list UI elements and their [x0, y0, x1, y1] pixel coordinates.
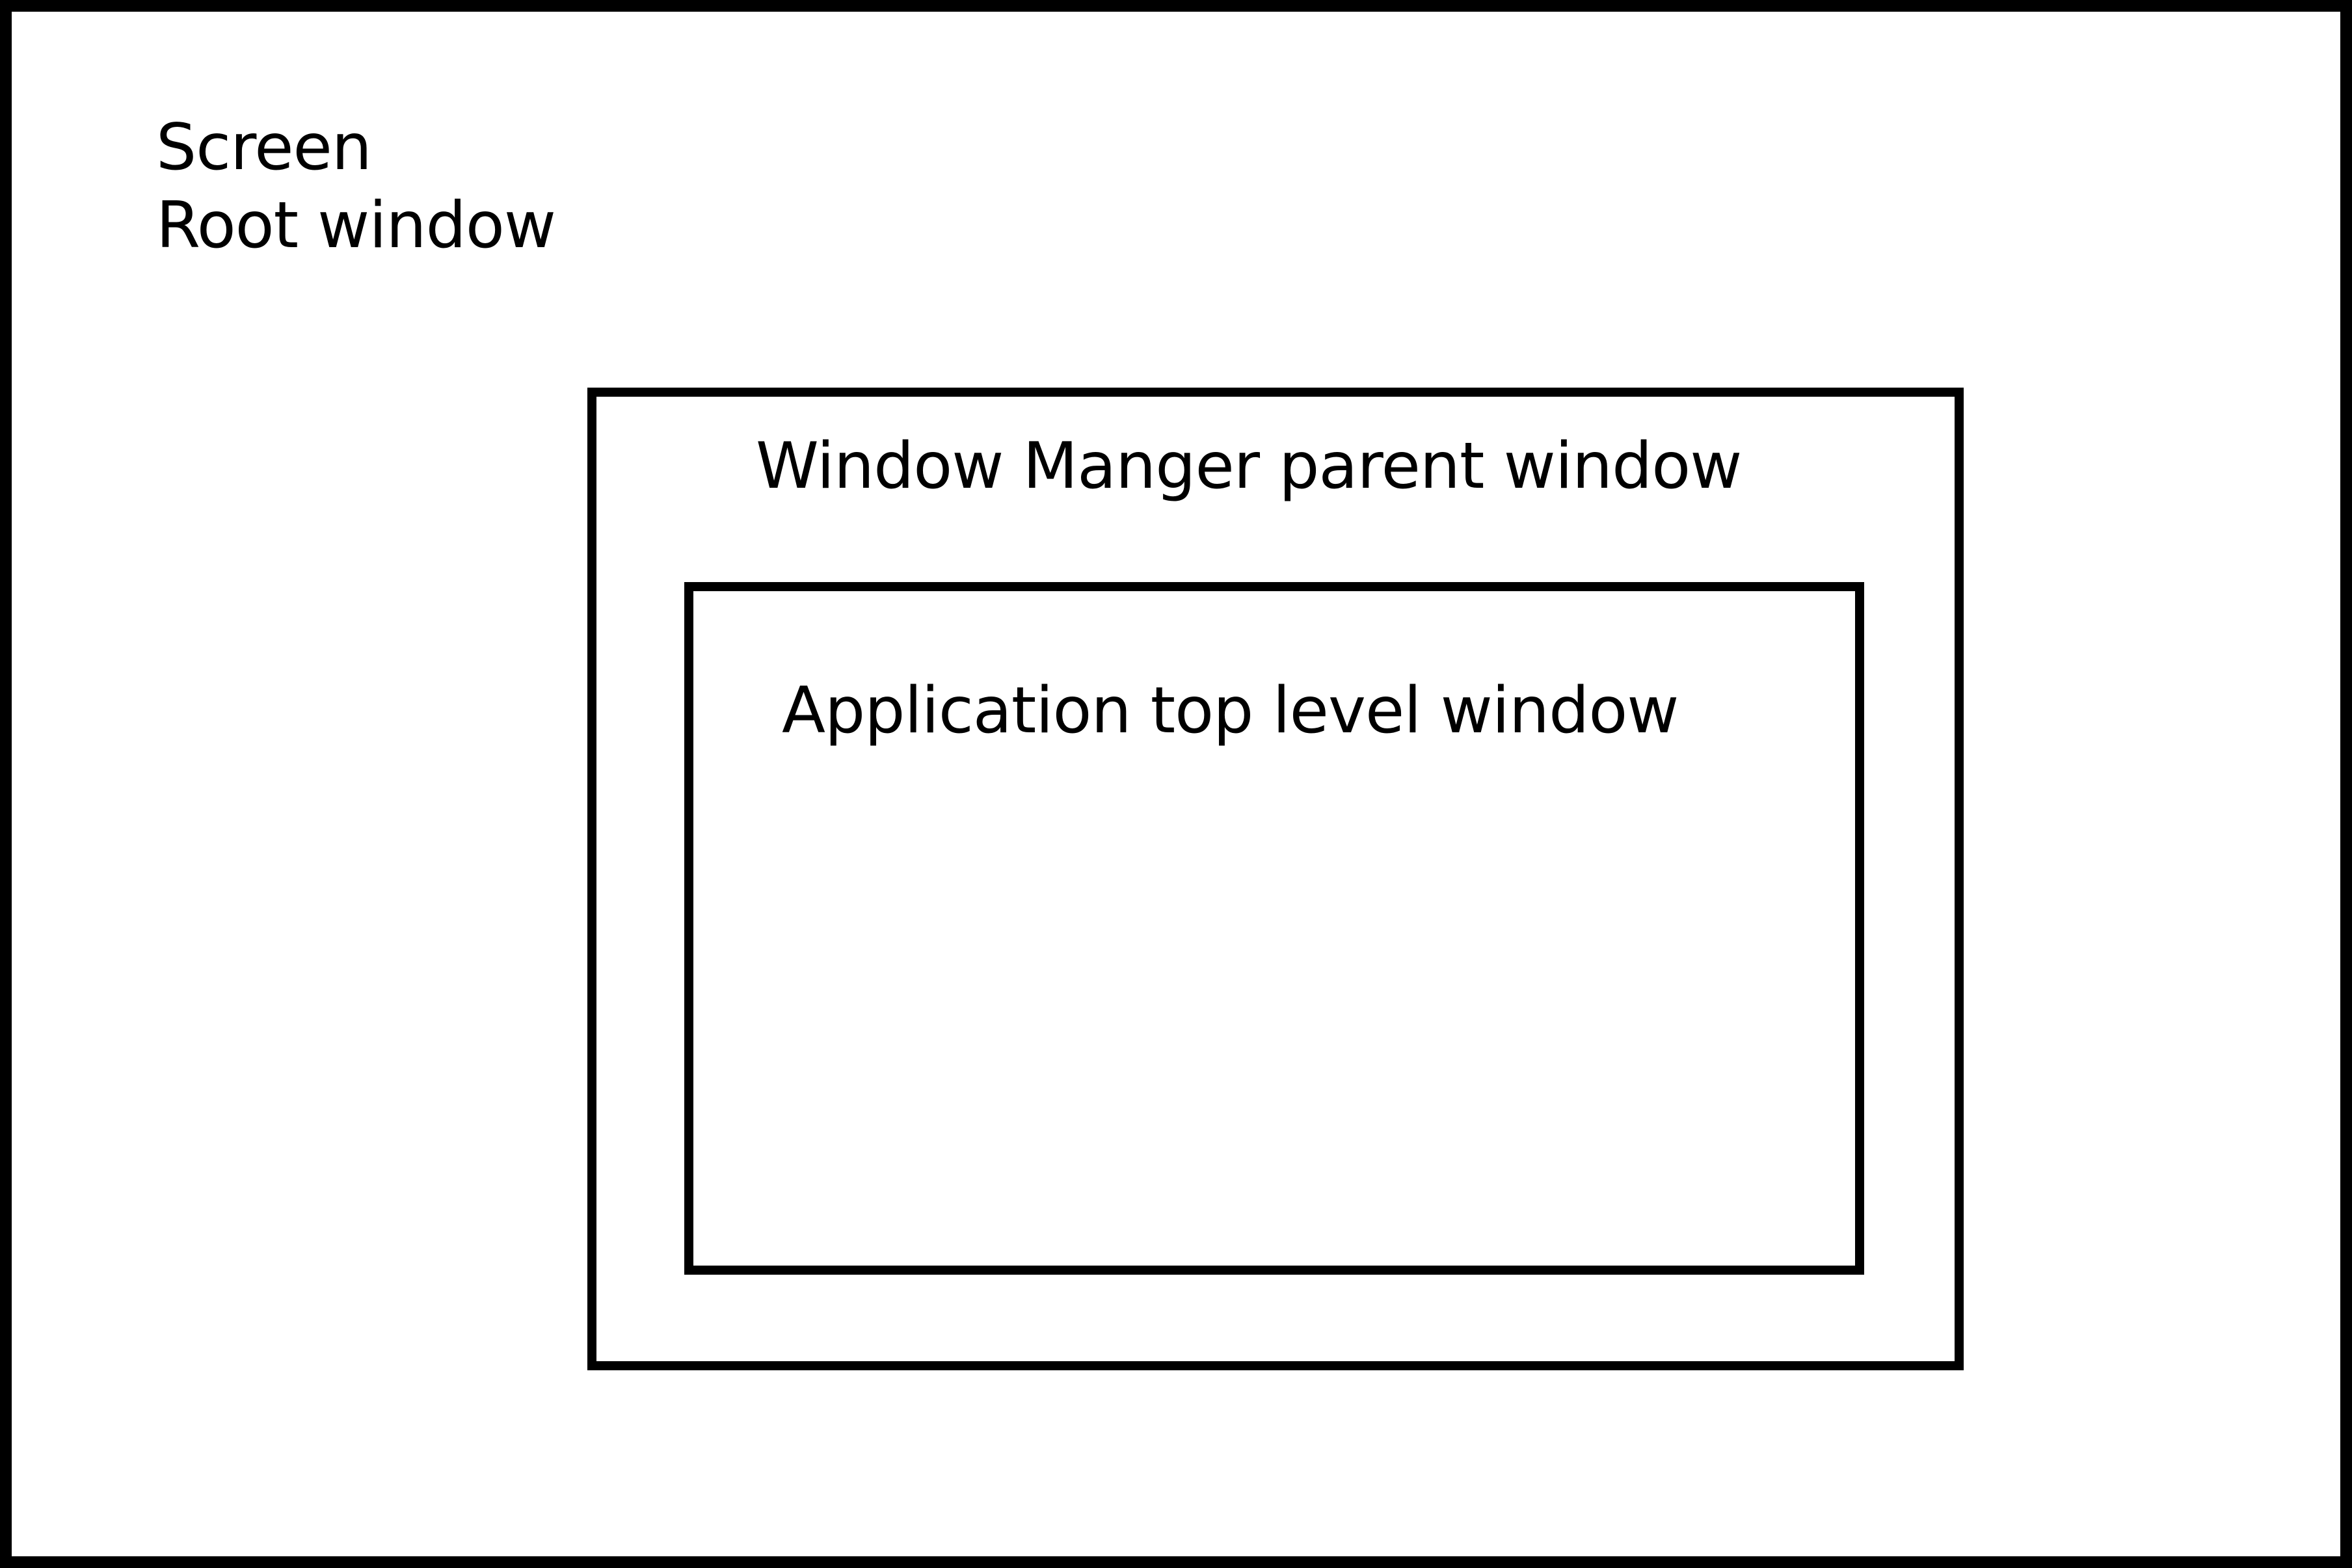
root-window-label: Root window [156, 189, 556, 263]
application-top-level-window-label: Application top level window [782, 674, 1679, 748]
application-top-level-window-box [684, 582, 1864, 1275]
window-manager-parent-window-box [587, 388, 1964, 1370]
window-manager-parent-window-label: Window Manger parent window [756, 429, 1742, 503]
screen-label: Screen [156, 111, 372, 185]
